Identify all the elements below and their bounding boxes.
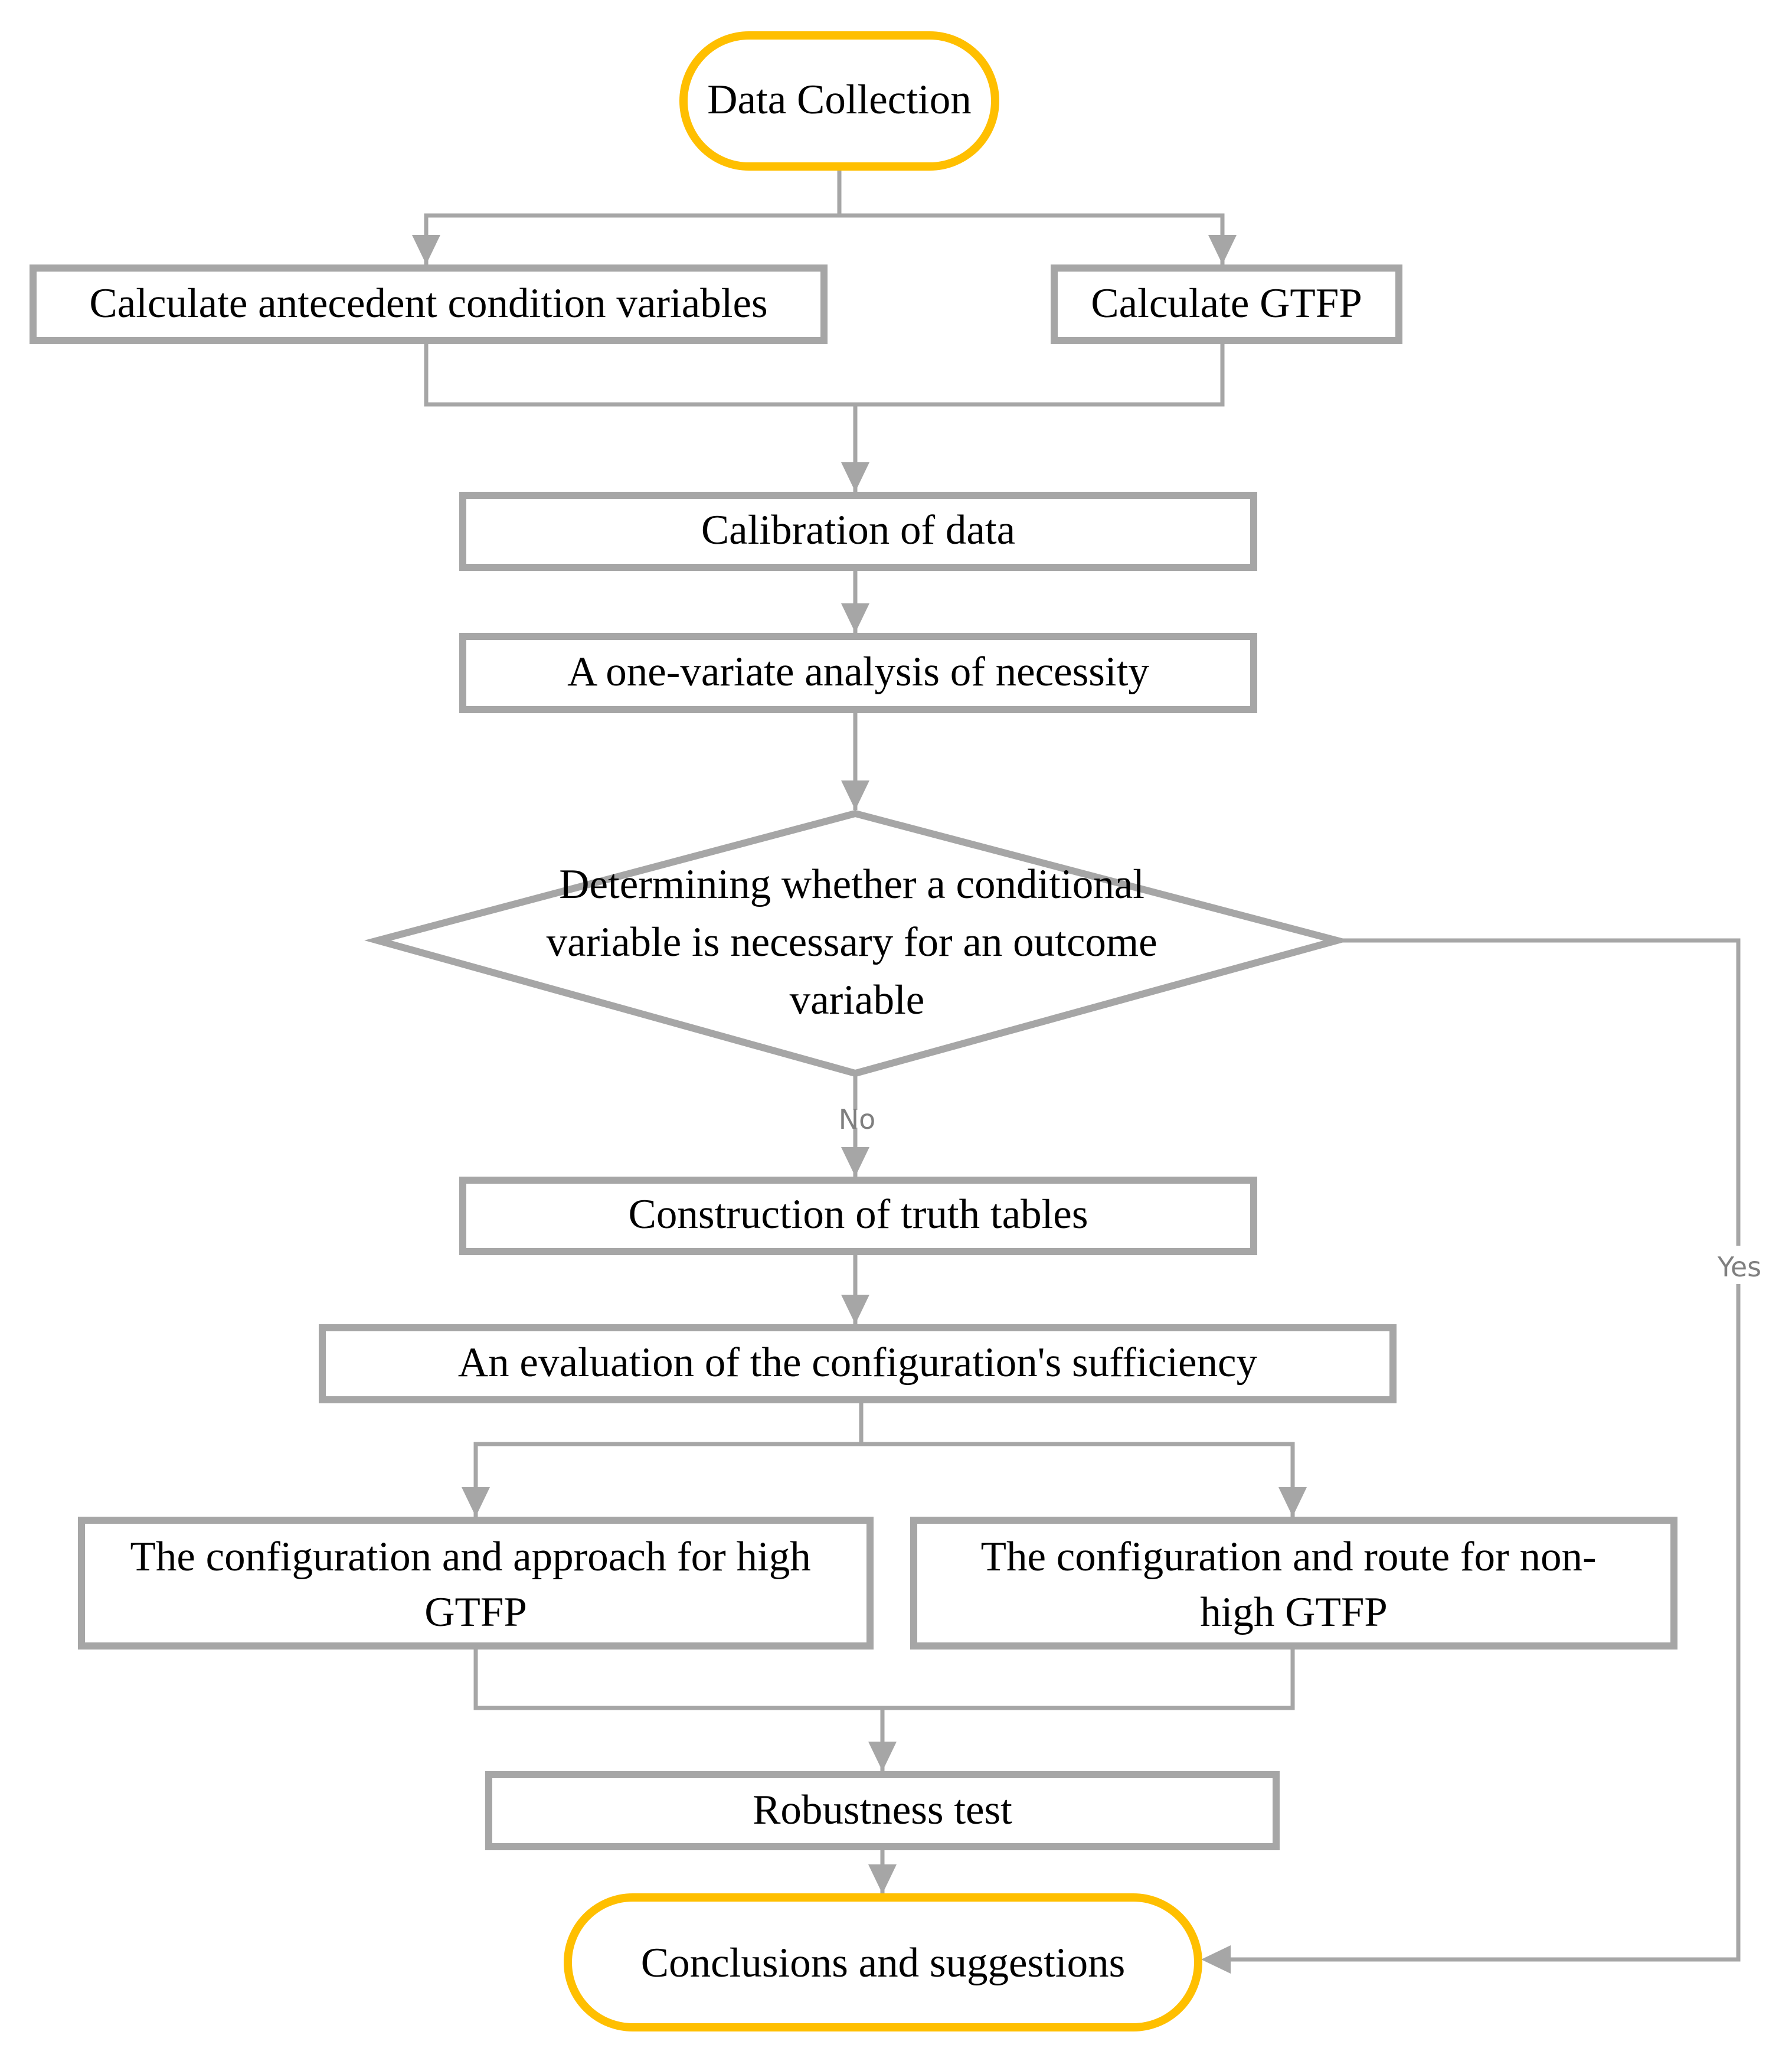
box-necessity [459,633,1257,713]
robustness-text: Robustness test [753,1787,1012,1833]
arrowhead [841,462,869,492]
node-texts: Data Collection Calculate antecedent con… [89,77,1607,1986]
box-robustness [485,1771,1280,1850]
connector-sufficiency-to-non-high [861,1442,1295,1517]
arrowhead [1208,235,1237,264]
box-truth-tables [459,1177,1257,1255]
terminal-data-collection [679,31,999,171]
box-high-gtfp [78,1517,874,1650]
calculate-gtfp-text: Calculate GTFP [1091,280,1362,326]
calculate-antecedent-text: Calculate antecedent condition variables [89,280,767,326]
edge-label-yes: Yes [1717,1251,1761,1283]
box-sufficiency [319,1324,1397,1403]
arrowheads [412,235,1307,1974]
connector-antecedent-to-calibration [424,341,858,492]
box-non-high-gtfp [910,1517,1677,1650]
connector-collection-to-gtfp [837,166,1225,264]
connector-decision-to-conclusions-yes [1207,938,1741,1962]
arrowhead [868,1864,897,1894]
connector-high-to-robustness [473,1646,885,1771]
arrowhead [1201,1945,1231,1974]
truth-tables-text: Construction of truth tables [629,1191,1088,1237]
necessity-text: A one-variate analysis of necessity [567,649,1149,695]
terminal-conclusions [564,1893,1202,2031]
edge-label-no: No [839,1103,876,1135]
high-gtfp-text: The configuration and approach for high … [130,1534,821,1635]
shapes [30,31,1677,2031]
conclusions-text: Conclusions and suggestions [641,1940,1125,1986]
decision-text: Determining whether a conditional variab… [547,861,1168,1023]
connector-sufficiency-to-high [473,1400,864,1517]
arrowhead [841,780,869,810]
connector-non-high-to-robustness [882,1646,1295,1710]
non-high-gtfp-text: The configuration and route for non- hig… [981,1534,1607,1635]
arrowhead [841,1295,869,1324]
box-calculate-antecedent [30,264,828,344]
calibration-text: Calibration of data [701,507,1015,553]
sufficiency-text: An evaluation of the configuration's suf… [458,1340,1258,1386]
connector-gtfp-to-calibration [855,341,1225,407]
connector-collection-to-antecedent [424,166,842,264]
decision-diamond [364,809,1351,1077]
arrowhead [841,603,869,633]
data-collection-text: Data Collection [707,77,972,123]
arrowhead [1278,1487,1307,1517]
connectors [424,166,1741,1962]
arrowhead [412,235,440,264]
arrowhead [868,1742,897,1771]
arrowhead [462,1487,490,1517]
box-calculate-gtfp [1051,264,1402,344]
arrowhead [841,1147,869,1177]
box-calibration [459,492,1257,571]
